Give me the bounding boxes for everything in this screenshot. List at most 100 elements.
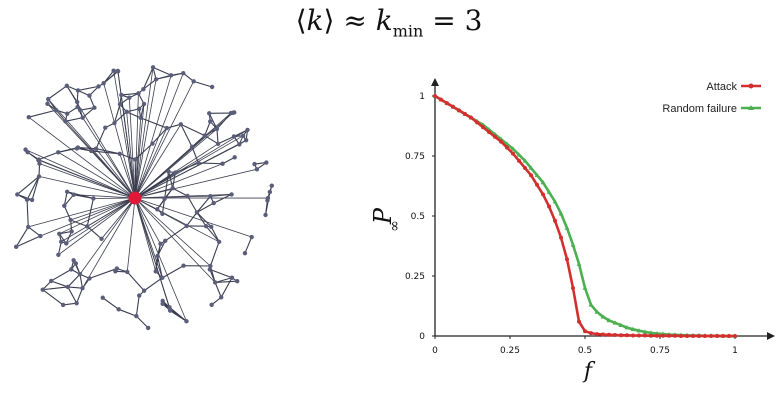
network-edge <box>95 127 106 149</box>
network-node <box>87 276 92 281</box>
network-edge <box>113 70 136 199</box>
network-node <box>240 133 246 139</box>
network-edge <box>50 268 72 282</box>
network-edge <box>205 225 220 243</box>
network-node <box>56 252 61 258</box>
network-edge <box>196 212 207 227</box>
network-node <box>243 138 249 143</box>
data-point <box>528 165 534 170</box>
network-edge <box>204 135 219 145</box>
network-edge <box>79 197 136 275</box>
network-edge <box>209 268 233 279</box>
network-node <box>245 127 250 133</box>
x-tick-label: 1 <box>732 346 738 356</box>
data-point <box>589 331 593 336</box>
network-edge <box>66 197 136 244</box>
network-edge <box>204 128 218 137</box>
network-edge <box>77 85 99 91</box>
network-node <box>163 238 168 244</box>
network-node <box>181 70 186 76</box>
series-line <box>434 94 735 338</box>
network-node <box>77 107 83 113</box>
network-edge <box>58 197 136 256</box>
network-node <box>269 183 274 188</box>
network-node <box>145 325 151 331</box>
network-node <box>71 258 76 263</box>
legend-marker <box>748 83 754 89</box>
network-node <box>207 111 212 116</box>
data-point <box>607 332 611 337</box>
network-edge <box>76 287 83 304</box>
data-point <box>630 326 636 332</box>
network-node <box>235 279 240 284</box>
network-node <box>53 107 59 113</box>
network-edge <box>244 236 253 254</box>
network-edge <box>187 195 198 213</box>
data-point <box>547 204 551 209</box>
network-node <box>68 217 73 223</box>
data-point <box>493 134 497 139</box>
data-point <box>648 330 654 335</box>
data-point <box>541 192 545 197</box>
network-edge <box>215 277 233 284</box>
network-node <box>162 196 167 201</box>
data-point <box>600 314 606 319</box>
network-edge <box>134 143 153 160</box>
network-node <box>60 302 66 308</box>
network-node <box>209 84 215 90</box>
network-edge <box>67 286 83 289</box>
network-edge <box>134 197 170 308</box>
network-node <box>264 160 269 165</box>
network-node <box>75 104 80 110</box>
network-node <box>136 106 142 112</box>
x-axis-arrow <box>767 332 775 340</box>
network-node <box>184 319 189 324</box>
network-node <box>64 241 69 246</box>
network-node <box>63 119 68 124</box>
data-point <box>487 130 491 134</box>
network-edge <box>39 163 136 199</box>
y-tick-label: 0.25 <box>405 272 425 282</box>
network-node <box>141 288 147 293</box>
network-edge <box>114 111 128 124</box>
network-edge <box>196 211 212 228</box>
network-node <box>232 110 237 115</box>
network-node <box>178 122 184 127</box>
network-edge <box>164 225 187 242</box>
network-edge <box>213 193 232 204</box>
network-node <box>117 102 123 107</box>
network-node <box>160 211 165 217</box>
network-edge <box>143 78 157 90</box>
network-edge <box>86 197 136 227</box>
network-node <box>168 73 174 78</box>
data-point <box>642 329 648 334</box>
network-node <box>45 101 50 107</box>
network-node <box>125 269 130 275</box>
network-edge <box>135 295 140 317</box>
network-edge <box>82 197 136 289</box>
network-edge <box>134 197 161 244</box>
network-node <box>62 203 67 209</box>
network-node <box>208 263 213 269</box>
network-edge <box>16 175 40 195</box>
network-edge <box>77 146 97 150</box>
network-edge <box>66 85 78 103</box>
network-node <box>214 126 220 132</box>
data-point <box>673 333 677 338</box>
network-node <box>155 253 160 259</box>
data-point <box>679 334 683 338</box>
network-edge <box>233 129 248 137</box>
data-point <box>576 261 582 266</box>
data-point <box>697 334 701 338</box>
network-edge <box>134 197 187 322</box>
network-node <box>167 305 172 310</box>
network-edge <box>28 109 57 118</box>
network-node <box>57 231 62 237</box>
network-edge <box>70 219 88 227</box>
network-edge <box>128 97 136 199</box>
data-point <box>469 115 473 120</box>
network-edge <box>86 225 102 240</box>
title-lhs-close: ⟩ <box>323 4 335 37</box>
data-point <box>475 120 479 125</box>
network-node <box>26 224 31 230</box>
